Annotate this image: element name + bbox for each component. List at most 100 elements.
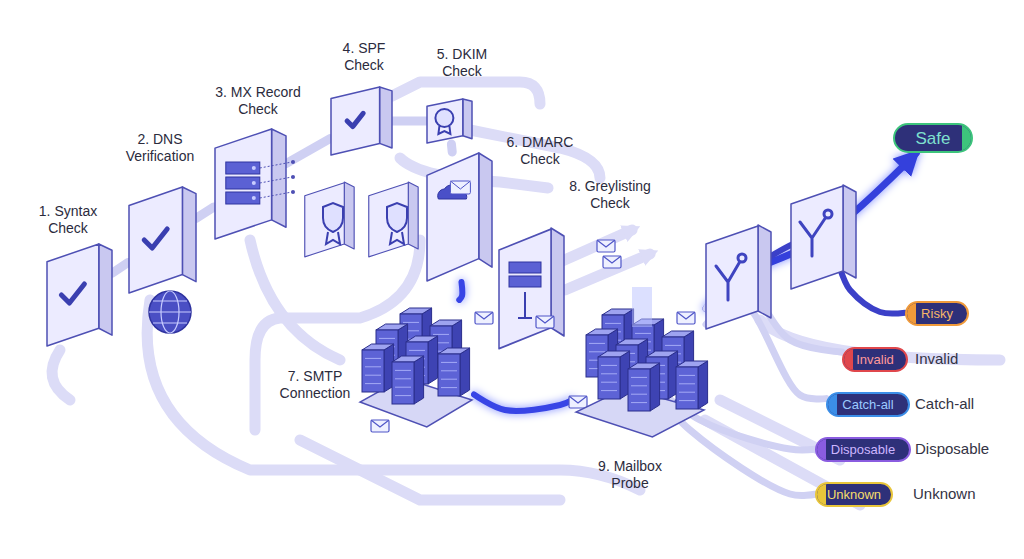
step-label: 1. Syntax Check <box>28 203 108 237</box>
data-line <box>260 192 292 198</box>
flow-band <box>52 350 70 400</box>
panel-side <box>99 244 112 335</box>
server-panel <box>499 228 564 349</box>
status-pill: Safe <box>893 123 973 153</box>
status-label: Invalid <box>856 352 894 367</box>
server-light <box>252 196 256 200</box>
ribbon <box>390 232 404 244</box>
server-top <box>662 331 694 337</box>
server-top <box>602 309 634 315</box>
server-top <box>628 363 660 369</box>
panel-side <box>479 153 492 267</box>
flow-bands <box>52 82 1000 505</box>
badge-seal <box>435 109 453 127</box>
shield <box>323 203 343 232</box>
server-side <box>650 363 660 411</box>
shield-panel <box>369 182 418 257</box>
branch-icon <box>716 254 746 300</box>
server-slot <box>395 370 411 371</box>
step-label: 4. SPF Check <box>334 40 394 74</box>
envelope <box>569 396 587 408</box>
server-slot <box>601 390 617 391</box>
panel-side <box>463 99 472 139</box>
server-unit <box>226 177 260 189</box>
globe <box>149 291 191 333</box>
server-slot <box>409 350 425 351</box>
server-slot <box>365 375 381 376</box>
panel-front <box>215 129 272 239</box>
server-side <box>698 361 708 409</box>
decision-panel <box>706 225 771 329</box>
server-slot <box>441 362 457 363</box>
server-side <box>414 356 424 404</box>
server-unit <box>226 192 260 204</box>
step-label: 5. DKIM Check <box>431 46 493 80</box>
server-cluster: 9. Mailbox Probe <box>572 305 706 440</box>
server-slot <box>631 402 647 403</box>
flow-band <box>300 440 560 500</box>
check-panel: 1. Syntax Check <box>46 243 112 347</box>
envelope-body <box>450 181 470 194</box>
server-front <box>362 350 384 392</box>
flow-connector <box>447 144 457 152</box>
server-top <box>616 339 648 345</box>
flow-connector <box>392 117 426 126</box>
server-slot <box>433 334 449 335</box>
server-slot <box>395 387 411 388</box>
panel-side <box>380 87 392 148</box>
envelope <box>371 420 389 432</box>
server-drawing <box>356 300 474 430</box>
server-light <box>252 181 256 185</box>
status-label: Disposable <box>831 442 895 457</box>
category-label: Disposable <box>915 440 989 458</box>
server-slot <box>635 333 651 334</box>
check-panel: 6. DMARC Check <box>426 152 492 282</box>
server-cluster: 7. SMTP Connection <box>356 300 474 430</box>
branch-node <box>824 210 832 218</box>
server-slot <box>601 382 617 383</box>
step-label: 9. Mailbox Probe <box>590 458 670 492</box>
server-slot <box>365 383 381 384</box>
probe-beam <box>632 287 652 327</box>
panel-front <box>331 87 380 155</box>
server-top <box>406 336 438 342</box>
branch-node <box>738 254 746 262</box>
status-pill: Invalid <box>842 347 908 372</box>
server-cable <box>518 292 532 318</box>
step-label: 6. DMARC Check <box>502 134 578 168</box>
data-dot <box>291 160 295 164</box>
envelope <box>603 256 621 268</box>
check-panel: 5. DKIM Check <box>426 98 472 144</box>
flow-connector <box>196 207 214 218</box>
server-front <box>438 354 460 396</box>
server-top <box>376 324 408 330</box>
pill-cap <box>907 303 916 324</box>
server-drawing <box>572 305 706 440</box>
server-slot <box>679 375 695 376</box>
data-line <box>260 162 292 168</box>
server-unit <box>509 262 541 273</box>
panel-side <box>182 187 196 282</box>
pill-cap <box>817 439 826 460</box>
flow-band <box>720 400 840 460</box>
step-label: 3. MX Record Check <box>210 84 306 118</box>
server-side <box>428 336 438 384</box>
data-dot <box>291 190 295 194</box>
server-slot <box>589 351 605 352</box>
panel-front <box>427 153 479 281</box>
server-side <box>460 348 470 396</box>
flow-band <box>147 300 640 490</box>
status-pill: Disposable <box>815 437 911 462</box>
server-slot <box>441 387 457 388</box>
panel-drawing <box>330 86 392 156</box>
server-slot <box>441 379 457 380</box>
category-label: Invalid <box>915 350 958 368</box>
server-light <box>252 166 256 170</box>
pill-cap <box>828 394 837 415</box>
envelope <box>597 240 615 252</box>
branch-icon <box>800 210 832 256</box>
server-unit <box>509 276 541 287</box>
decision-panel <box>791 185 856 289</box>
panel-front <box>427 99 463 143</box>
pill-cap <box>817 484 826 505</box>
